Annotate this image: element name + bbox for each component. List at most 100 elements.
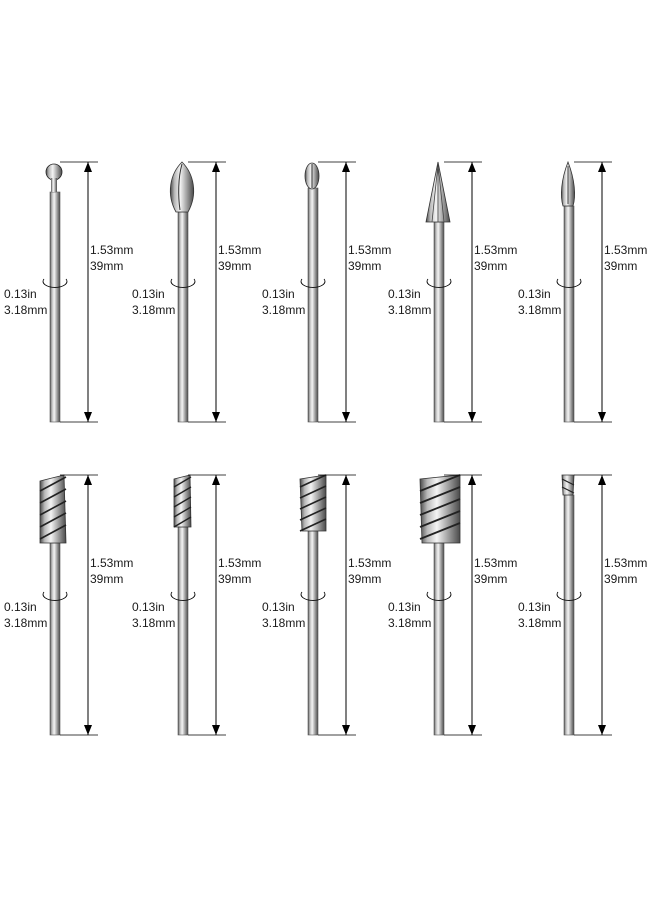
diameter-label-in: 0.13in [388,600,421,614]
length-label-mm: 1.53mm [604,556,648,570]
bit-drawing [170,474,226,736]
bit-drawing [556,474,612,736]
length-label-total: 39mm [90,259,124,273]
diameter-label-in: 0.13in [4,287,37,301]
length-label-mm: 1.53mm [348,243,392,257]
length-label-mm: 1.53mm [474,243,518,257]
bit-drawing [300,161,356,423]
arrow-up-icon [342,475,350,485]
shaft [563,205,575,423]
arrow-down-icon [342,725,350,735]
bit-drawing [425,161,482,423]
length-label-total: 39mm [218,259,252,273]
diameter-label-in: 0.13in [388,287,421,301]
diameter-label-in: 0.13in [262,600,295,614]
shaft [307,187,319,423]
bit-wide-spiral-burr: 1.53mm 39mm 0.13in 3.18mm [388,473,546,773]
diameter-label-in: 0.13in [518,600,551,614]
bit-ball-burr: 1.53mm 39mm 0.13in 3.18mm [4,160,162,460]
arrow-up-icon [84,475,92,485]
shaft [177,526,189,736]
length-label-total: 39mm [474,259,508,273]
burr-head [419,474,461,544]
burr-head [299,474,327,532]
diameter-label-mm: 3.18mm [388,303,432,317]
rotation-arc-icon [42,278,68,288]
arrow-down-icon [342,412,350,422]
arrow-up-icon [598,162,606,172]
burr-head [173,474,192,528]
length-label-total: 39mm [90,572,124,586]
burr-head [39,474,67,544]
shaft [433,542,445,736]
rotation-arc-icon [426,591,452,601]
diameter-label-mm: 3.18mm [4,303,48,317]
rotation-arc-icon [300,591,326,601]
rotation-arc-icon [300,278,326,288]
bit-drawing [169,161,226,423]
bit-small-oval-burr: 1.53mm 39mm 0.13in 3.18mm [262,160,420,460]
burr-head [45,163,63,192]
length-label-total: 39mm [348,572,382,586]
rotation-arc-icon [170,591,196,601]
diameter-label-in: 0.13in [518,287,551,301]
diameter-label-mm: 3.18mm [262,616,306,630]
length-label-total: 39mm [604,259,638,273]
shaft [49,191,61,423]
burr-head [425,161,451,223]
length-label-mm: 1.53mm [218,556,262,570]
bit-drawing [556,160,612,423]
arrow-up-icon [598,475,606,485]
arrow-up-icon [212,162,220,172]
arrow-down-icon [212,412,220,422]
length-label-mm: 1.53mm [604,243,648,257]
bit-drawing [299,474,356,736]
arrow-down-icon [468,725,476,735]
bit-drawing [419,474,482,736]
burr-head [304,162,320,190]
arrow-up-icon [342,162,350,172]
shaft [177,211,189,423]
diameter-label-in: 0.13in [132,287,165,301]
arrow-up-icon [468,475,476,485]
rotation-arc-icon [170,278,196,288]
shaft [433,221,445,423]
length-label-total: 39mm [348,259,382,273]
diameter-label-mm: 3.18mm [388,616,432,630]
diameter-label-in: 0.13in [262,287,295,301]
diameter-label-mm: 3.18mm [132,616,176,630]
bit-drawing [42,161,98,423]
rotation-arc-icon [42,591,68,601]
length-label-mm: 1.53mm [474,556,518,570]
rotation-arc-icon [556,278,582,288]
rotation-arc-icon [556,591,582,601]
bit-flame-burr: 1.53mm 39mm 0.13in 3.18mm [132,160,290,460]
length-label-total: 39mm [604,572,638,586]
length-label-mm: 1.53mm [90,243,134,257]
arrow-up-icon [212,475,220,485]
arrow-down-icon [598,412,606,422]
shaft [307,530,319,736]
diameter-label-mm: 3.18mm [132,303,176,317]
arrow-up-icon [84,162,92,172]
diameter-label-in: 0.13in [4,600,37,614]
length-label-total: 39mm [218,572,252,586]
diameter-label-mm: 3.18mm [518,616,562,630]
shaft [563,494,575,736]
bit-medium-spiral-burr: 1.53mm 39mm 0.13in 3.18mm [262,473,420,773]
length-label-total: 39mm [474,572,508,586]
bit-small-tip-burr: 1.53mm 39mm 0.13in 3.18mm [518,473,660,773]
diameter-label-mm: 3.18mm [4,616,48,630]
burr-head [561,160,575,207]
burr-head [169,161,195,213]
length-label-mm: 1.53mm [348,556,392,570]
shaft [49,542,61,736]
arrow-down-icon [84,412,92,422]
length-label-mm: 1.53mm [218,243,262,257]
rotation-arc-icon [426,278,452,288]
diameter-label-mm: 3.18mm [262,303,306,317]
